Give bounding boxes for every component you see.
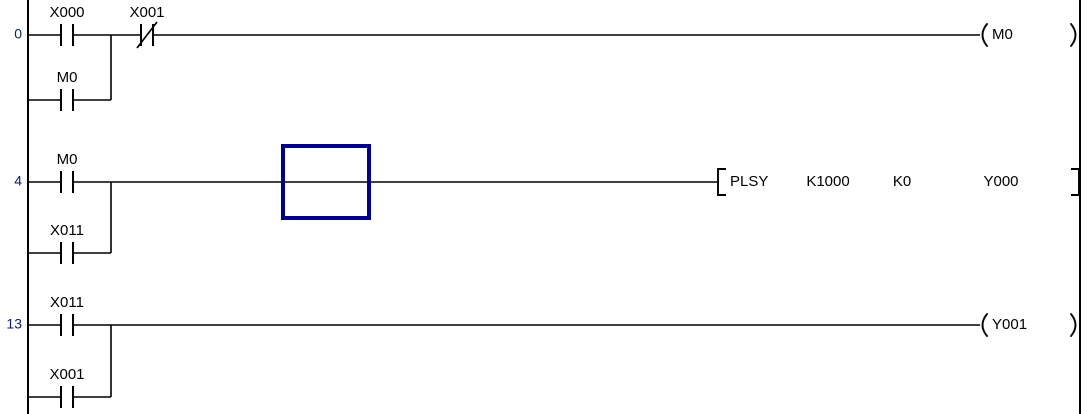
- coil-arc-right: [1070, 313, 1077, 337]
- instruction-bracket-close: [1071, 168, 1080, 196]
- coil-arc-left: [981, 23, 988, 47]
- contact-normally-open[interactable]: M0: [57, 151, 78, 193]
- output-coil[interactable]: M0: [981, 23, 1077, 47]
- contact-label: X011: [50, 294, 84, 311]
- instruction-name: PLSY: [730, 173, 768, 190]
- contact-label: X001: [129, 4, 164, 21]
- contact-normally-open[interactable]: X000: [49, 4, 85, 46]
- instruction-bracket-open: [717, 168, 726, 196]
- contact-label: M0: [57, 151, 78, 168]
- function-instruction[interactable]: PLSY K1000 K0 Y000: [717, 168, 1080, 196]
- instruction-operand: K0: [893, 173, 911, 190]
- contact-normally-open[interactable]: X011: [50, 222, 84, 264]
- power-rails: [27, 0, 1081, 414]
- contact-label: X001: [49, 366, 84, 383]
- selection-cursor-box[interactable]: [281, 144, 371, 220]
- coil-label: Y001: [992, 316, 1027, 333]
- contact-label: X000: [49, 4, 84, 21]
- contact-normally-closed[interactable]: X001: [129, 4, 165, 49]
- rung-step-number: 0: [14, 26, 22, 42]
- rung-step-number: 4: [14, 173, 22, 189]
- contact-slash: [136, 21, 158, 49]
- rung-step-number: 13: [6, 316, 22, 332]
- instruction-operand: Y000: [983, 173, 1018, 190]
- instruction-operand: K1000: [806, 173, 849, 190]
- contact-normally-open[interactable]: X001: [49, 366, 85, 408]
- coil-arc-right: [1070, 23, 1077, 47]
- contact-label: M0: [57, 69, 78, 86]
- selection-cursor[interactable]: [281, 144, 371, 220]
- contact-normally-open[interactable]: X011: [50, 294, 84, 336]
- contact-normally-open[interactable]: M0: [57, 69, 78, 111]
- contact-label: X011: [50, 222, 84, 239]
- coil-arc-left: [981, 313, 988, 337]
- coil-label: M0: [992, 26, 1013, 43]
- output-coil[interactable]: Y001: [981, 313, 1077, 337]
